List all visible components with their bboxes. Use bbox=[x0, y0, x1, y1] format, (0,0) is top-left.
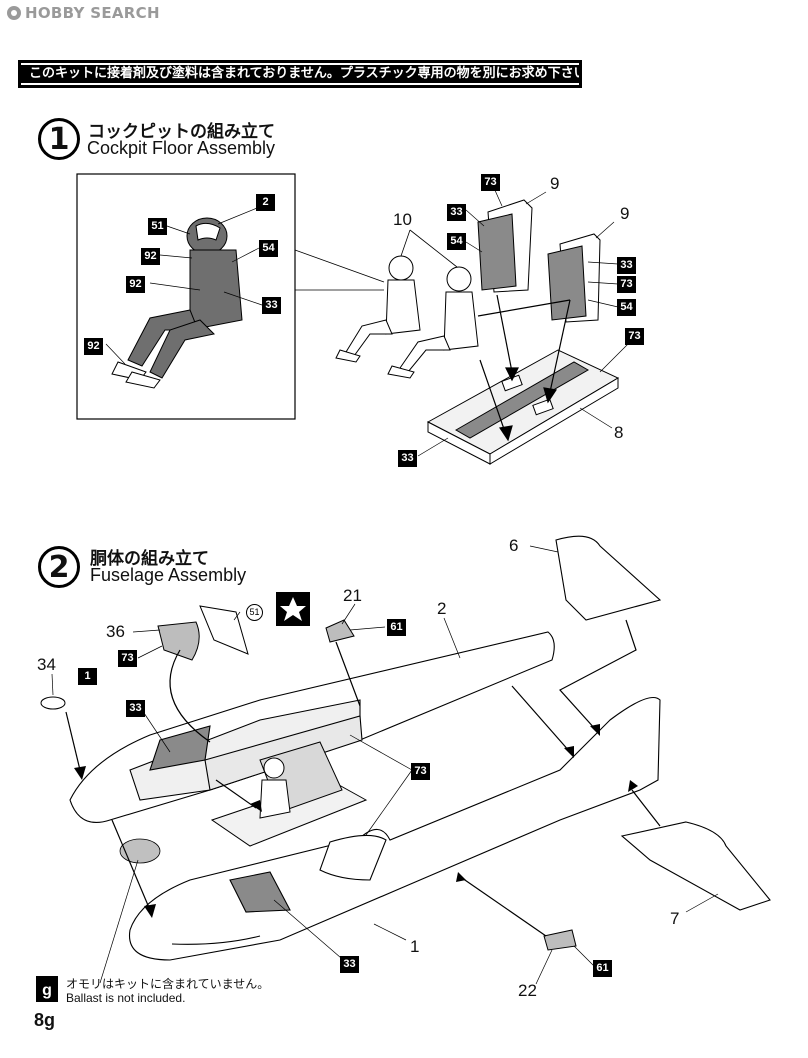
label-part-2: 2 bbox=[437, 599, 447, 618]
ballast-note-en: Ballast is not included. bbox=[66, 991, 186, 1005]
badge-canopy-73: 73 bbox=[118, 650, 137, 667]
pilot-figure-detail bbox=[111, 217, 243, 389]
badge-detail-92b: 92 bbox=[126, 276, 145, 293]
badge-seat-right-73: 73 bbox=[617, 276, 636, 293]
ballast-weight: 8g bbox=[34, 1010, 56, 1030]
badge-detail-2: 2 bbox=[256, 194, 275, 211]
label-part-7: 7 bbox=[670, 909, 680, 928]
part-22-light bbox=[543, 929, 577, 951]
ejection-seats bbox=[477, 199, 601, 323]
label-part-8: 8 bbox=[614, 423, 624, 442]
badge-detail-54: 54 bbox=[259, 240, 278, 257]
ballast-weight-icon: g bbox=[36, 976, 58, 1002]
badge-seat-right-54: 54 bbox=[617, 299, 636, 316]
fuselage-lower-half bbox=[128, 696, 661, 961]
part-34-lens bbox=[40, 696, 66, 710]
pilot-figures bbox=[335, 255, 479, 379]
badge-seat-right-33: 33 bbox=[617, 257, 636, 274]
badge-mid-73: 73 bbox=[411, 763, 430, 780]
badge-detail-33: 33 bbox=[262, 297, 281, 314]
step-2-title-jp: 胴体の組み立て bbox=[90, 549, 209, 569]
label-part-34: 34 bbox=[37, 655, 56, 674]
hobby-search-logo-icon bbox=[7, 6, 21, 20]
watermark-text: HOBBY SEARCH bbox=[25, 4, 160, 22]
label-part-9-right: 9 bbox=[620, 204, 630, 223]
canopy-part bbox=[157, 605, 249, 661]
notice-text: このキットに接着剤及び塗料は含まれておりません。プラスチック専用の物を別にお求め… bbox=[21, 65, 579, 83]
part-7-stabilizer bbox=[620, 821, 771, 911]
step-1-number: 1 bbox=[38, 118, 80, 160]
label-part-10: 10 bbox=[393, 210, 412, 229]
badge-detail-92c: 92 bbox=[84, 338, 103, 355]
badge-detail-51: 51 bbox=[148, 218, 167, 235]
badge-floor-73: 73 bbox=[625, 328, 644, 345]
pilot-detail-box bbox=[76, 173, 296, 420]
step-2-number: 2 bbox=[38, 546, 80, 588]
badge-bottom-61: 61 bbox=[593, 960, 612, 977]
badge-top-61: 61 bbox=[387, 619, 406, 636]
watermark: HOBBY SEARCH bbox=[6, 4, 160, 22]
ballast-note-jp: オモリはキットに含まれていません。 bbox=[66, 977, 270, 991]
step-1-title-en: Cockpit Floor Assembly bbox=[87, 138, 276, 158]
ballast-disc bbox=[119, 838, 161, 864]
label-part-9-left: 9 bbox=[550, 174, 560, 193]
part-21-light bbox=[325, 619, 355, 643]
part-6-stabilizer bbox=[555, 535, 662, 621]
label-part-21: 21 bbox=[343, 586, 362, 605]
badge-51-circled: 51 bbox=[246, 604, 263, 621]
notice-banner: このキットに接着剤及び塗料は含まれておりません。プラスチック専用の物を別にお求め… bbox=[18, 60, 582, 88]
badge-1: 1 bbox=[78, 668, 97, 685]
badge-seat-left-73: 73 bbox=[481, 174, 500, 191]
step-1-title-jp: コックピットの組み立て bbox=[88, 122, 275, 142]
label-part-6: 6 bbox=[509, 536, 519, 555]
label-part-1: 1 bbox=[410, 937, 420, 956]
label-part-22: 22 bbox=[518, 981, 537, 1000]
badge-detail-92a: 92 bbox=[141, 248, 160, 265]
badge-seat-left-33: 33 bbox=[447, 204, 466, 221]
step-2-title-en: Fuselage Assembly bbox=[90, 565, 247, 585]
label-part-36: 36 bbox=[106, 622, 125, 641]
badge-seat-left-54: 54 bbox=[447, 233, 466, 250]
badge-left-33: 33 bbox=[126, 700, 145, 717]
cockpit-tub bbox=[210, 741, 368, 847]
badge-floor-33: 33 bbox=[398, 450, 417, 467]
cockpit-floor bbox=[426, 349, 620, 465]
badge-bottom-33: 33 bbox=[340, 956, 359, 973]
